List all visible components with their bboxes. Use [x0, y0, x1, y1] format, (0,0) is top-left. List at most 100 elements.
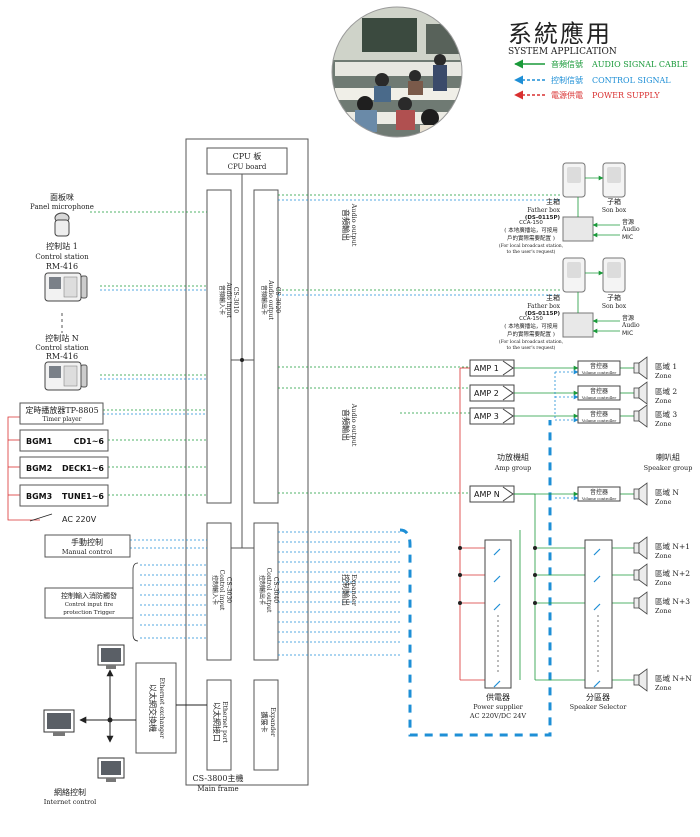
zone-n2-zh: 區域 N+2 — [655, 568, 690, 578]
zone-n3-zh: 區域 N+3 — [655, 596, 690, 606]
volume-en: Volume controller — [581, 496, 617, 501]
amp-n-label: AMP N — [474, 490, 500, 499]
bgm2-src: DECK1~6 — [62, 464, 104, 473]
station1-model: RM-416 — [46, 262, 78, 271]
control-input-en: Control input — [218, 570, 225, 611]
manual-control-box — [44, 534, 131, 558]
speaker-group-zh: 喇叭組 — [656, 452, 680, 462]
volume-en: Volume controller — [581, 370, 617, 375]
son-box-1-icon — [602, 162, 626, 198]
volume-en: Volume controller — [581, 395, 617, 400]
amp-n — [469, 485, 515, 503]
expander-zh: 擴展卡 — [260, 712, 269, 733]
zone-3-zh: 區域 3 — [655, 409, 677, 419]
ethernet-exchanger-zh: 以太網交換機 — [148, 684, 158, 732]
zone-n1-zh: 區域 N+1 — [655, 541, 690, 551]
cca-150-unit-2 — [562, 312, 594, 338]
manual-en: Manual control — [62, 548, 112, 556]
internet-zh: 網絡控制 — [54, 787, 86, 797]
bgm2-box — [19, 456, 109, 479]
volume-controller-1 — [577, 360, 621, 376]
control-input-model: CS-3030 — [225, 577, 232, 603]
speaker-icon — [633, 356, 648, 380]
monitor-icon — [97, 757, 125, 782]
zone-n1-en: Zone — [655, 552, 672, 560]
cpu-board-zh: CPU 板 — [233, 151, 262, 161]
speaker-icon — [633, 381, 648, 405]
expander-card — [253, 679, 279, 771]
ac-220v: AC 220V — [62, 515, 97, 524]
cca-150-unit-1 — [562, 216, 594, 242]
speaker-group-en: Speaker group — [644, 464, 693, 472]
fire-en2: protection Trigger — [63, 610, 115, 616]
volume-zh: 音控器 — [590, 387, 608, 395]
audio-src-zh: 音源 — [622, 314, 634, 322]
son-box-en: Son box — [602, 207, 627, 214]
mainframe-box — [185, 138, 309, 786]
ethernet-port-zh: 以太網接口 — [212, 702, 222, 742]
bgm1-src: CD1~6 — [74, 437, 105, 446]
expander-en: Expander — [269, 707, 276, 736]
bgm1-name: BGM1 — [26, 437, 53, 446]
supplier-en: Power supplier — [473, 703, 523, 711]
supplier-zh: 供電器 — [486, 692, 510, 702]
cca-note-en2: to the user's request) — [507, 344, 556, 351]
power-supplier-box — [484, 539, 512, 689]
fire-zh: 控制輸入消防觸發 — [61, 591, 117, 600]
mainframe-name-zh: CS-3800主機 — [193, 773, 244, 783]
bgm3-name: BGM3 — [26, 492, 52, 501]
cca-model: CCA-150 — [519, 220, 543, 226]
audio-output-card — [253, 189, 279, 504]
cca-note-zh1: ( 本地廣播站，可按用 — [504, 226, 557, 234]
stationN-model: RM-416 — [46, 352, 78, 361]
cca-note-en1: (For local broadcast station, — [499, 338, 563, 345]
monitor-icon — [97, 644, 125, 669]
zone-n3-en: Zone — [655, 607, 672, 615]
amp-2-label: AMP 2 — [474, 389, 499, 398]
audio-output-en: Audio output — [267, 279, 274, 320]
bgm3-src: TUNE1~6 — [62, 492, 104, 501]
zone-nn-zh: 區域 N+N — [655, 673, 692, 683]
volume-zh: 音控器 — [590, 410, 608, 418]
title-zh: 系統應用 — [508, 20, 612, 48]
legend-control-en: CONTROL SIGNAL — [592, 76, 671, 85]
cca-note-en2: to the user's request) — [507, 248, 556, 255]
zone-n-zh: 區域 N — [655, 487, 679, 497]
supplier-spec: AC 220V/DC 24V — [469, 712, 527, 720]
volume-en: Volume controller — [581, 418, 617, 423]
audio-input-card — [206, 189, 232, 504]
bgm3-box — [19, 484, 109, 507]
speaker-icon — [633, 404, 648, 428]
speaker-selector-box — [584, 539, 613, 689]
mic-label: MIC — [622, 330, 633, 337]
audio-src-zh: 音源 — [622, 218, 634, 226]
audio-output-zh: 音頻輸出卡 — [260, 285, 268, 315]
cca-note-en1: (For local broadcast station, — [499, 242, 563, 249]
father-box-model: (DS-0115P) — [525, 311, 561, 317]
manual-zh: 手動控制 — [71, 537, 103, 547]
legend-control-zh: 控制信號 — [551, 75, 583, 85]
selector-en: Speaker Selector — [570, 703, 628, 711]
speaker-icon — [633, 591, 648, 615]
title-en: SYSTEM APPLICATION — [508, 47, 617, 57]
volume-controller-n — [577, 486, 621, 502]
control-input-card — [206, 522, 232, 661]
father-box-zh: 主箱 — [546, 293, 560, 302]
ethernet-port-en: Ethernet port — [221, 701, 228, 743]
bgm1-box — [19, 429, 109, 452]
audio-output-label-zh: 音頻輸出 — [341, 209, 351, 241]
amp-3-label: AMP 3 — [474, 412, 499, 421]
fire-en1: Control input fire — [65, 602, 114, 608]
panel-mic-en: Panel microphone — [30, 203, 94, 211]
legend-audio-en: AUDIO SIGNAL CABLE — [591, 60, 688, 69]
cpu-board-en: CPU board — [228, 163, 267, 171]
son-box-zh: 子箱 — [607, 197, 621, 206]
control-output-label-zh: 控制輸出 — [341, 574, 351, 606]
amp-group-en: Amp group — [494, 464, 532, 472]
amp-1-label: AMP 1 — [474, 364, 499, 373]
zone-1-zh: 區域 1 — [655, 361, 677, 371]
stationN-en: Control station — [35, 344, 89, 352]
audio-output-label2-en: Audio output — [350, 403, 358, 447]
legend-audio-zh: 音頻信號 — [551, 59, 583, 69]
